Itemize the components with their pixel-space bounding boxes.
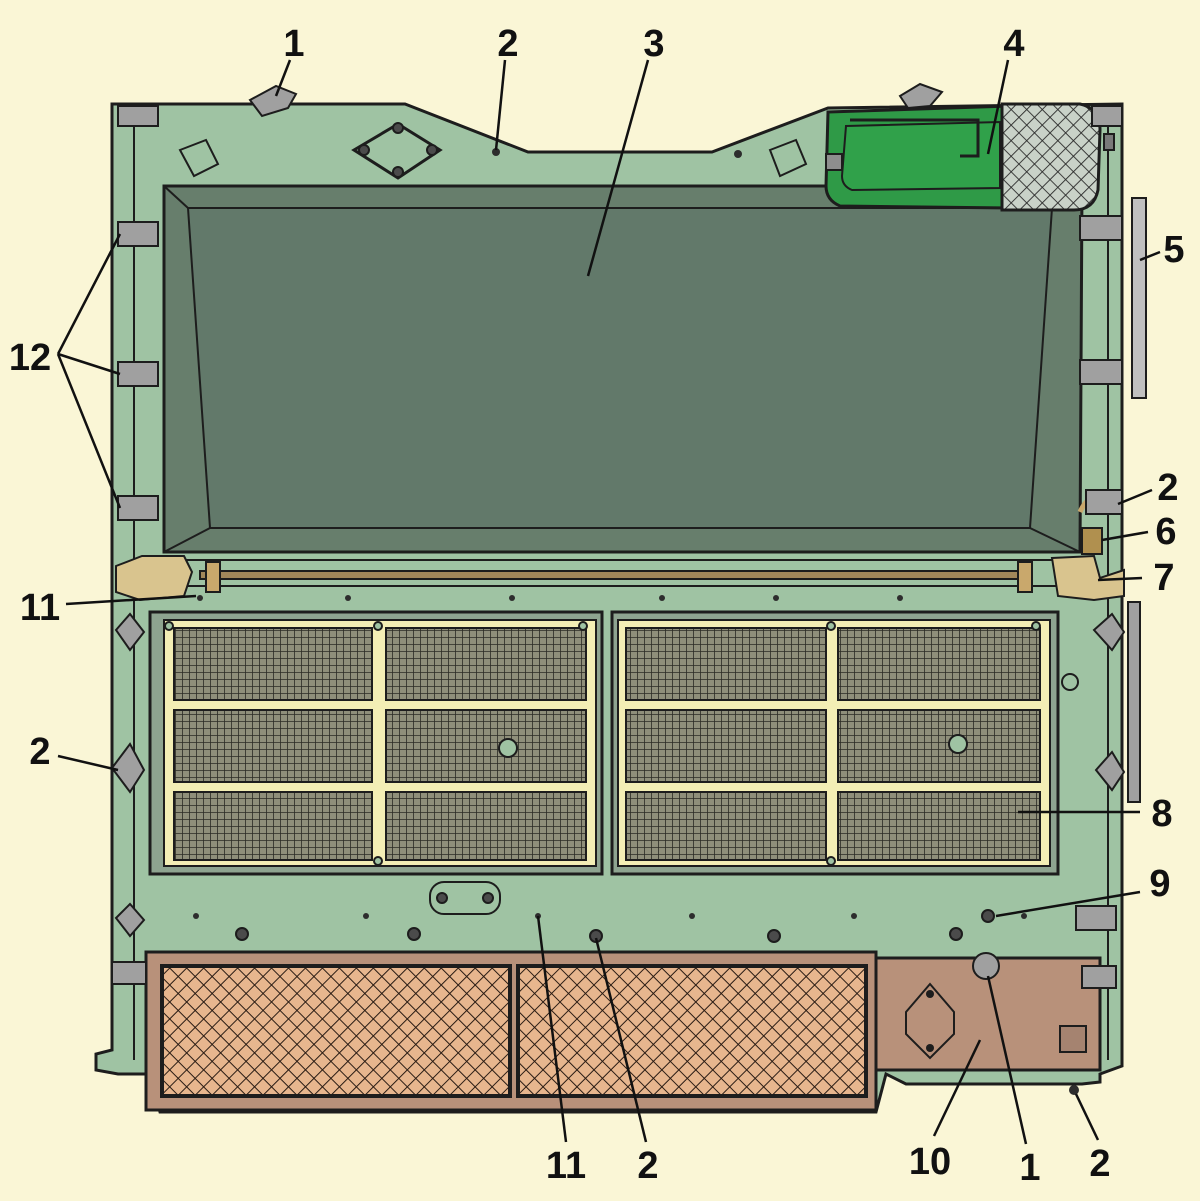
callout-2-right: 2 [1157, 467, 1178, 509]
callout-8: 8 [1151, 793, 1172, 835]
air-intake-grilles [148, 610, 1079, 876]
lower-strip-fasteners [235, 881, 1000, 980]
mounting-brackets [110, 105, 1147, 989]
callout-7: 7 [1153, 557, 1174, 599]
callout-5: 5 [1163, 229, 1184, 271]
callout-1-bottom: 1 [1019, 1147, 1040, 1189]
bottom-stowage-box [144, 950, 1102, 1112]
callout-12: 12 [9, 337, 51, 379]
callout-10: 10 [909, 1141, 951, 1183]
callout-2-corner: 2 [1089, 1143, 1110, 1185]
callout-2-bottom: 2 [637, 1145, 658, 1187]
tow-bar-rod [115, 496, 1125, 602]
top-plate-details [178, 82, 944, 180]
callout-4: 4 [1003, 23, 1024, 65]
callout-2-left: 2 [29, 731, 50, 773]
rear-window-opening [162, 184, 1084, 554]
callout-2-top: 2 [497, 23, 518, 65]
callout-6: 6 [1155, 511, 1176, 553]
green-hatch [824, 102, 1102, 212]
callout-11-bottom: 11 [546, 1145, 586, 1187]
callout-3: 3 [643, 23, 664, 65]
callout-labels: 1 2 3 4 5 2 6 7 12 11 2 8 9 11 2 10 1 2 [9, 23, 1185, 1189]
small-screws [193, 148, 1079, 1095]
callout-11-left: 11 [20, 587, 60, 629]
leader-lines [56, 59, 1161, 1145]
callout-9: 9 [1149, 863, 1170, 905]
callout-1-top: 1 [283, 23, 304, 65]
